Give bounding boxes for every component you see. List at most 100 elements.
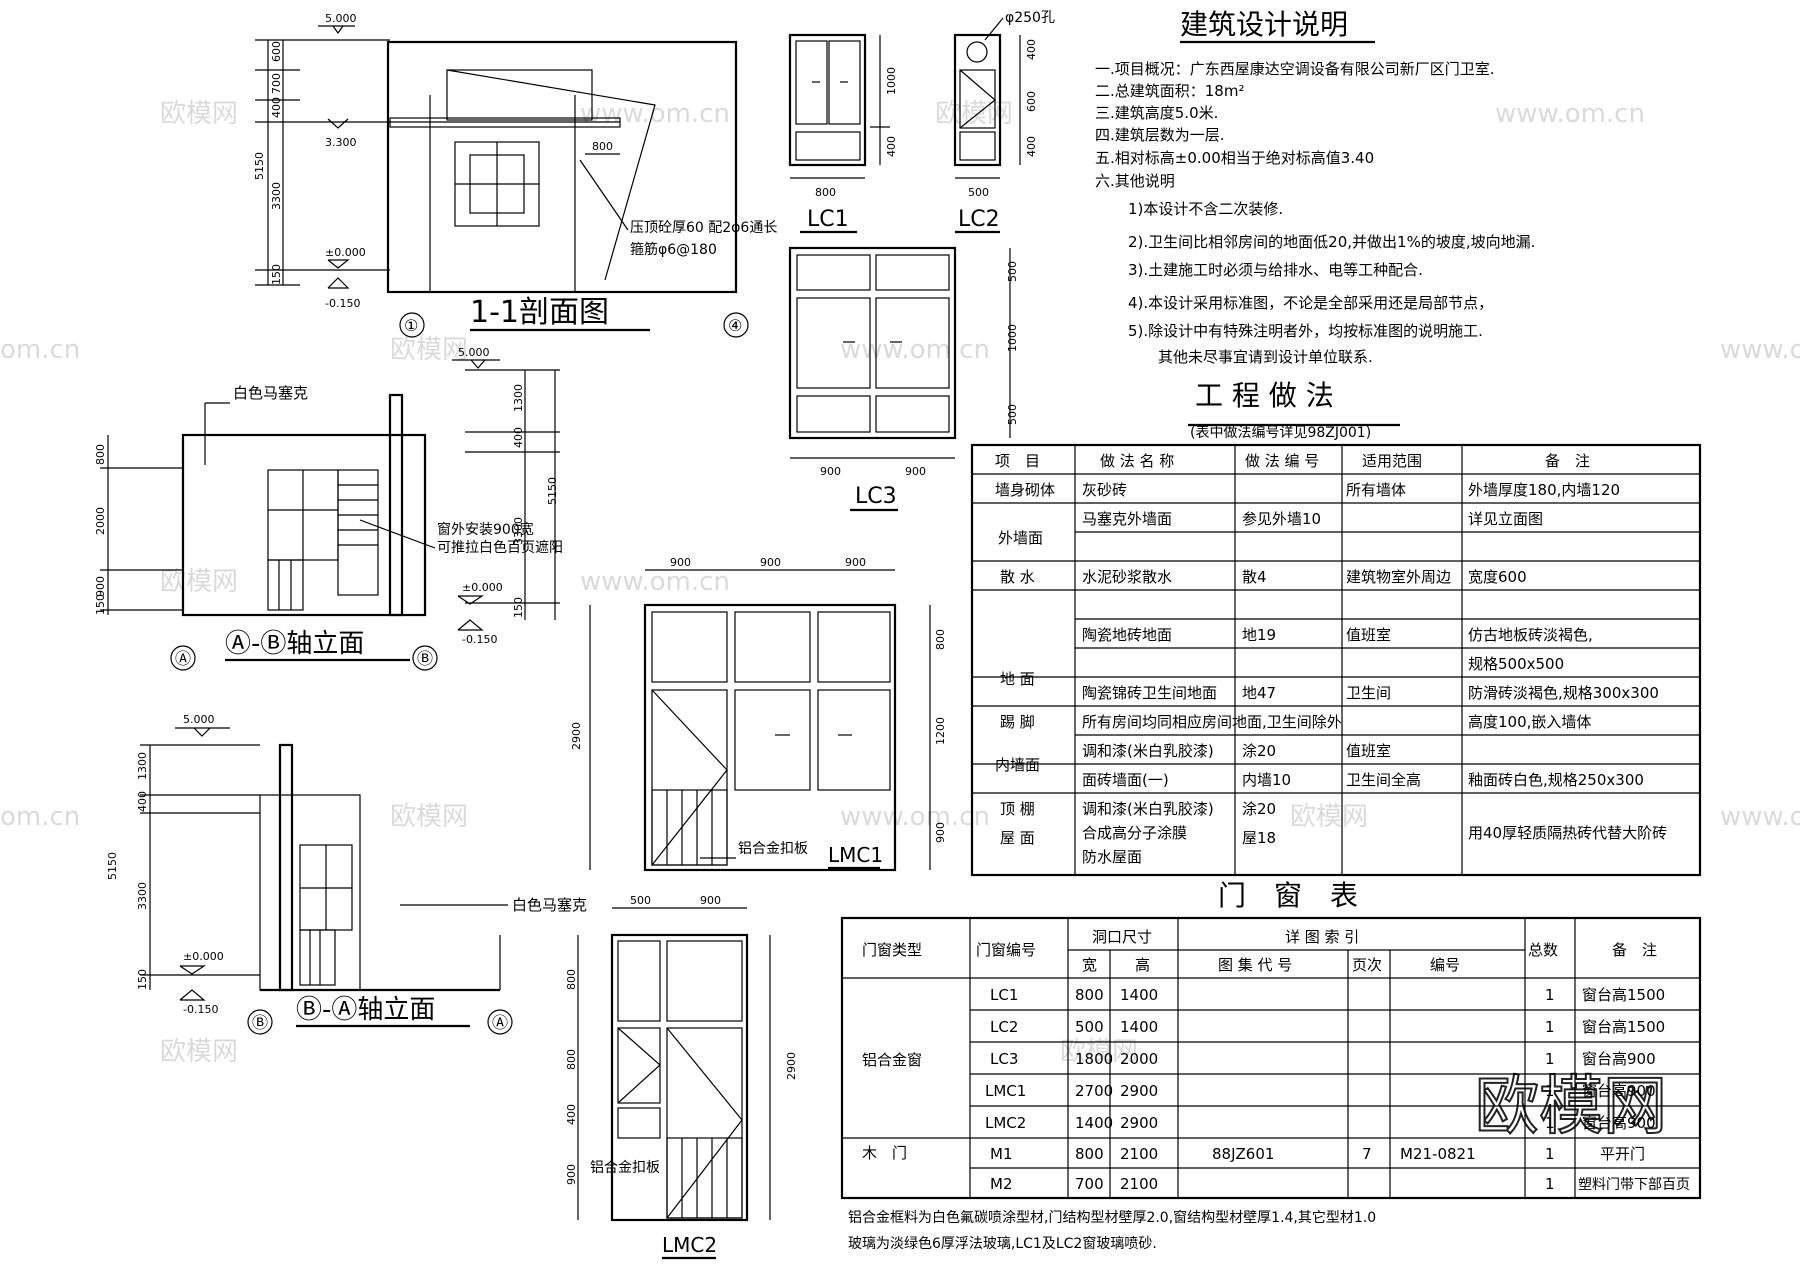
svg-text:500: 500: [630, 894, 651, 907]
svg-text:800: 800: [592, 140, 613, 153]
svg-text:防滑砖淡褐色,规格300x300: 防滑砖淡褐色,规格300x300: [1468, 684, 1659, 702]
svg-text:2700: 2700: [1075, 1082, 1113, 1100]
watermark-url: www.om.cn: [840, 335, 990, 365]
svg-text:2100: 2100: [1120, 1175, 1158, 1193]
svg-text:页次: 页次: [1352, 956, 1382, 974]
svg-text:700: 700: [1075, 1175, 1104, 1193]
svg-text:5150: 5150: [106, 852, 119, 880]
svg-text:三.建筑高度5.0米.: 三.建筑高度5.0米.: [1095, 104, 1218, 122]
svg-text:图 集 代 号: 图 集 代 号: [1218, 956, 1292, 974]
svg-text:1300: 1300: [136, 752, 149, 780]
svg-text:±0.000: ±0.000: [325, 246, 366, 259]
svg-text:备 注: 备 注: [1545, 452, 1590, 470]
svg-text:白色马塞克: 白色马塞克: [233, 384, 308, 402]
svg-text:M2: M2: [990, 1175, 1013, 1193]
svg-text:参见外墙10: 参见外墙10: [1242, 510, 1321, 528]
svg-text:窗台高900: 窗台高900: [1582, 1114, 1656, 1132]
svg-text:5.000: 5.000: [458, 346, 490, 359]
svg-text:3300: 3300: [270, 182, 283, 210]
svg-text:7: 7: [1362, 1145, 1372, 1163]
svg-text:5150: 5150: [546, 477, 559, 505]
svg-text:1: 1: [1545, 1050, 1555, 1068]
svg-text:2100: 2100: [1120, 1145, 1158, 1163]
louver-shutter: [337, 469, 379, 596]
svg-text:1400: 1400: [1120, 986, 1158, 1004]
svg-text:LMC2: LMC2: [985, 1114, 1026, 1132]
svg-text:400: 400: [885, 136, 898, 157]
watermark-url: www.om.cn: [1720, 335, 1800, 365]
svg-text:屋18: 屋18: [1242, 829, 1276, 847]
svg-text:防水屋面: 防水屋面: [1082, 848, 1142, 866]
svg-text:1: 1: [1545, 1145, 1555, 1163]
svg-text:1: 1: [1545, 1018, 1555, 1036]
svg-text:600: 600: [270, 41, 283, 62]
works-title: 工 程 做 法: [1195, 379, 1334, 412]
watermarks: 欧模网 欧模网 欧模网 欧模网 欧模网 欧模网 欧模网 欧模网 www.om.c…: [0, 99, 1800, 1145]
svg-text:箍筋φ6@180: 箍筋φ6@180: [630, 241, 717, 258]
svg-text:2900: 2900: [570, 722, 583, 750]
elevation-ab: 白色马塞克 窗外安装900宽 可推拉白色百页遮阳 800 2000 900 15…: [94, 346, 563, 671]
svg-text:900: 900: [845, 556, 866, 569]
svg-text:5150: 5150: [253, 152, 266, 180]
svg-text:窗外安装900宽: 窗外安装900宽: [437, 521, 534, 538]
svg-text:800: 800: [934, 629, 947, 650]
svg-text:LC2: LC2: [958, 207, 1000, 232]
svg-text:六.其他说明: 六.其他说明: [1095, 172, 1175, 190]
svg-text:150: 150: [136, 969, 149, 990]
svg-text:LC3: LC3: [855, 484, 897, 509]
watermark-logo: 欧模网: [935, 99, 1013, 129]
svg-text:500: 500: [1006, 261, 1019, 282]
watermark-logo: 欧模网: [390, 802, 468, 832]
svg-text:压顶砼厚60 配2φ6通长: 压顶砼厚60 配2φ6通长: [630, 220, 777, 236]
svg-text:2900: 2900: [785, 1052, 798, 1080]
watermark-logo: 欧模网: [160, 1037, 238, 1067]
svg-text:900: 900: [94, 576, 107, 597]
svg-text:800: 800: [94, 444, 107, 465]
svg-text:800: 800: [1075, 1145, 1104, 1163]
svg-text:窗台高1500: 窗台高1500: [1582, 1018, 1665, 1036]
svg-text:1800: 1800: [1075, 1050, 1113, 1068]
svg-text:地 面: 地 面: [1000, 670, 1035, 688]
svg-text:窗台高900: 窗台高900: [1582, 1050, 1656, 1068]
svg-text:白色马塞克: 白色马塞克: [512, 896, 587, 914]
svg-text:卫生间全高: 卫生间全高: [1346, 771, 1421, 789]
svg-text:150: 150: [270, 264, 283, 285]
svg-text:400: 400: [1025, 39, 1038, 60]
svg-text:窗台高1500: 窗台高1500: [1582, 986, 1665, 1004]
svg-text:3.300: 3.300: [325, 136, 357, 149]
watermark-url: www.om.cn: [840, 802, 990, 832]
svg-text:Ⓑ: Ⓑ: [252, 1013, 268, 1032]
svg-text:2000: 2000: [94, 507, 107, 535]
watermark-logo: 欧模网: [1290, 802, 1368, 832]
svg-text:调和漆(米白乳胶漆): 调和漆(米白乳胶漆): [1082, 800, 1214, 818]
door-window-footnote: 玻璃为淡绿色6厚浮法玻璃,LC1及LC2窗玻璃喷砂.: [848, 1235, 1157, 1252]
svg-text:内墙10: 内墙10: [1242, 771, 1291, 789]
svg-text:±0.000: ±0.000: [462, 581, 503, 594]
svg-text:④: ④: [728, 316, 742, 335]
svg-text:四.建筑层数为一层.: 四.建筑层数为一层.: [1095, 126, 1225, 144]
svg-text:所有墙体: 所有墙体: [1346, 481, 1406, 499]
svg-text:一.项目概况：广东西屋康达空调设备有限公司新厂区门卫室.: 一.项目概况：广东西屋康达空调设备有限公司新厂区门卫室.: [1095, 60, 1495, 78]
svg-text:LC1: LC1: [807, 207, 849, 232]
svg-text:窗台高900: 窗台高900: [1582, 1082, 1656, 1100]
svg-text:150: 150: [94, 594, 107, 615]
svg-text:900: 900: [905, 465, 926, 478]
svg-text:700: 700: [270, 73, 283, 94]
svg-text:500: 500: [1075, 1018, 1104, 1036]
svg-text:所有房间均同相应房间地面,卫生间除外: 所有房间均同相应房间地面,卫生间除外: [1082, 713, 1342, 731]
svg-text:Ⓐ: Ⓐ: [175, 649, 191, 668]
svg-text:5.000: 5.000: [183, 713, 215, 726]
section-title: 1-1剖面图: [470, 295, 609, 330]
watermark-url: om.cn: [0, 802, 80, 832]
svg-text:做 法 名 称: 做 法 名 称: [1100, 452, 1174, 470]
svg-text:踢 脚: 踢 脚: [1000, 713, 1035, 731]
svg-text:地47: 地47: [1242, 684, 1276, 702]
svg-text:详 图 索 引: 详 图 索 引: [1285, 928, 1359, 946]
svg-text:LMC2: LMC2: [662, 1233, 717, 1257]
svg-text:4).本设计采用标准图，不论是全部采用还是局部节点，: 4).本设计采用标准图，不论是全部采用还是局部节点，: [1128, 294, 1493, 312]
svg-text:五.相对标高±0.00相当于绝对标高值3.40: 五.相对标高±0.00相当于绝对标高值3.40: [1095, 149, 1374, 167]
svg-text:400: 400: [565, 1104, 578, 1125]
svg-text:1400: 1400: [1120, 1018, 1158, 1036]
svg-text:高度100,嵌入墙体: 高度100,嵌入墙体: [1468, 713, 1591, 731]
svg-text:LMC1: LMC1: [828, 843, 883, 867]
